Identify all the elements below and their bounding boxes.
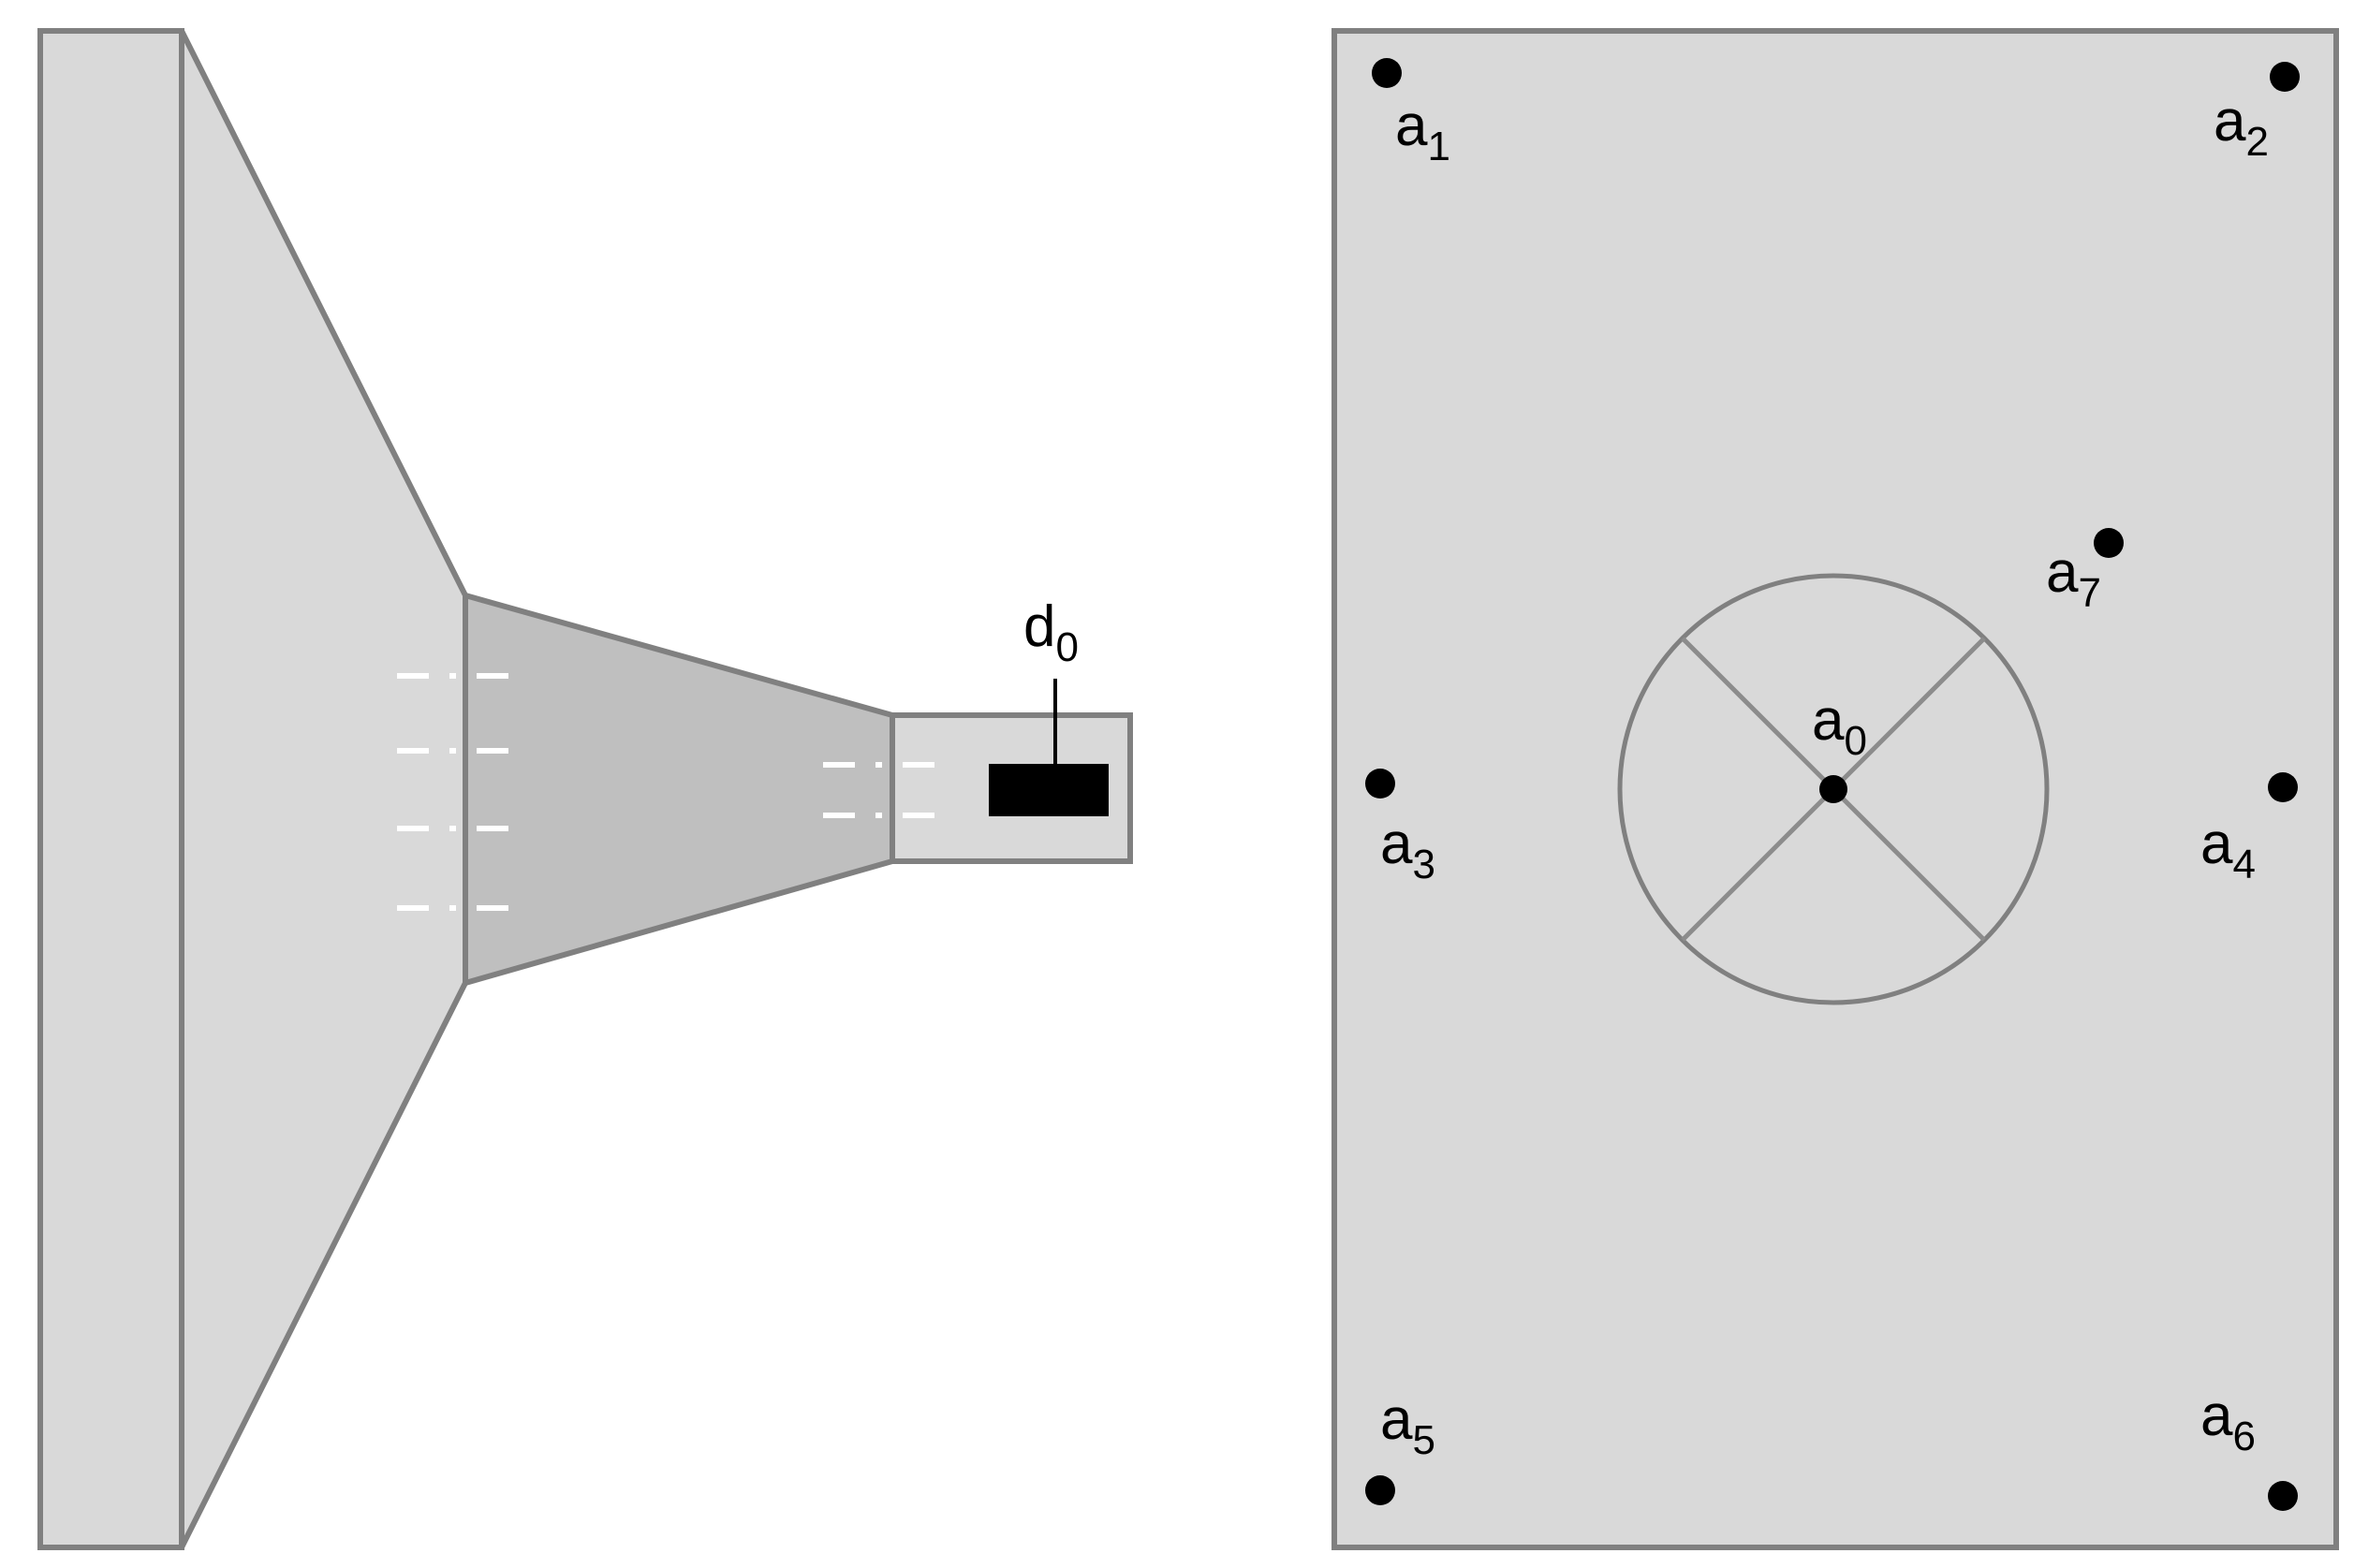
detector-element (989, 764, 1109, 816)
aperture-circle (1617, 573, 2050, 1005)
anchor-label: a7 (2046, 540, 2101, 616)
anchor-a4: a4 (2200, 772, 2298, 887)
anchor-dot (2268, 772, 2298, 802)
side-view-large-funnel (179, 29, 468, 1549)
anchor-a1: a1 (1372, 58, 1450, 169)
anchor-label: a0 (1812, 688, 1867, 764)
anchor-label: a6 (2200, 1384, 2256, 1459)
anchor-dot (1372, 58, 1402, 88)
side-view-back-plate (37, 28, 184, 1550)
anchor-label: a2 (2214, 89, 2269, 165)
detector-label: d0 (1023, 594, 1079, 670)
anchor-a0: a0 (1812, 688, 1867, 803)
anchor-a5: a5 (1365, 1387, 1435, 1505)
anchor-label: a3 (1380, 812, 1435, 887)
anchor-dot (1365, 769, 1395, 799)
anchor-dot (1365, 1475, 1395, 1505)
anchor-a2: a2 (2214, 62, 2300, 165)
side-view-tapered-neck (463, 592, 895, 987)
anchor-dot (1819, 775, 1847, 803)
anchor-a3: a3 (1365, 769, 1435, 887)
anchor-label: a1 (1395, 94, 1450, 169)
anchor-dot (2268, 1481, 2298, 1511)
side-view: d0 (37, 28, 1133, 1550)
anchor-a6: a6 (2200, 1384, 2298, 1511)
front-view: a0 a1 a2 a3 a4 (1331, 28, 2339, 1550)
anchor-label: a5 (1380, 1387, 1435, 1463)
anchor-a7: a7 (2046, 528, 2124, 616)
anchor-dot (2094, 528, 2124, 558)
side-view-guide-dashes (397, 673, 944, 911)
anchor-dot (2270, 62, 2300, 92)
anchor-label: a4 (2200, 812, 2256, 887)
